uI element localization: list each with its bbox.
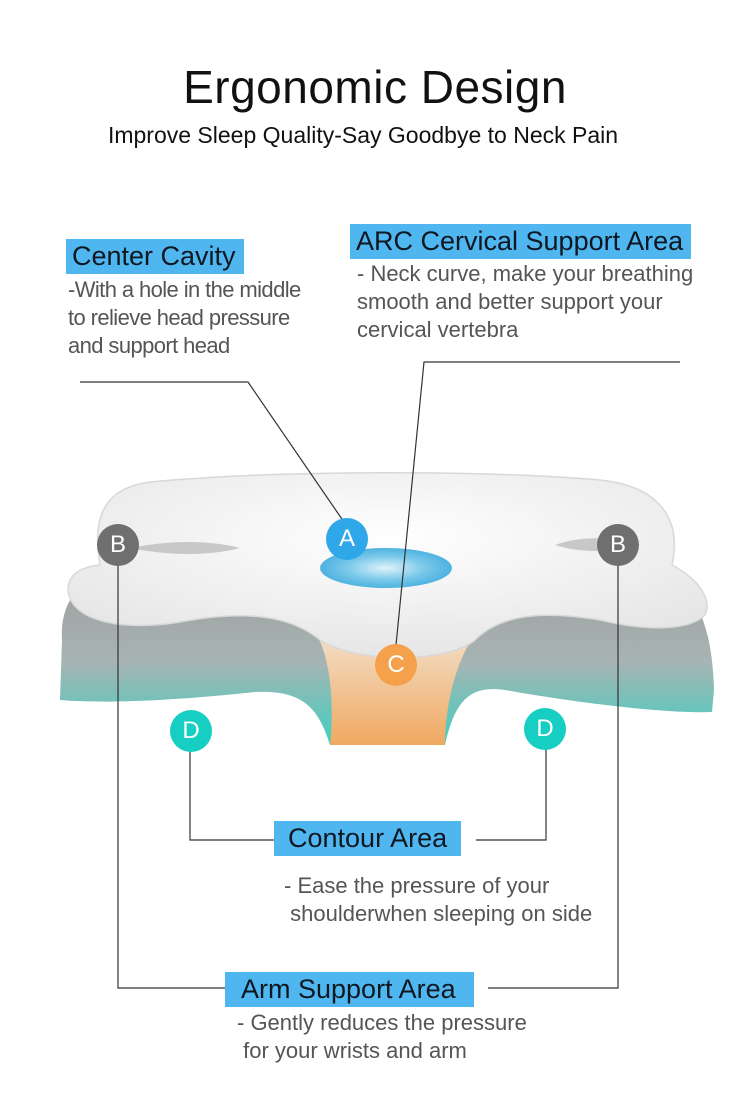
page-subtitle: Improve Sleep Quality-Say Goodbye to Nec… — [107, 122, 619, 148]
badge-a: A — [326, 518, 368, 560]
arc-cervical-label: ARC Cervical Support Area — [350, 224, 692, 259]
contour-area-description: - Ease the pressure of your shoulderwhen… — [284, 873, 593, 926]
page-title: Ergonomic Design — [183, 61, 567, 113]
badge-d-right: D — [524, 708, 566, 750]
contour-area-label: Contour Area — [274, 821, 462, 856]
arc-cervical-description: - Neck curve, make your breathing smooth… — [357, 261, 694, 342]
badge-d-left: D — [170, 710, 212, 752]
pillow-top — [67, 471, 708, 659]
badge-b-right: B — [597, 524, 639, 566]
arm-support-description: - Gently reduces the pressure for your w… — [237, 1010, 527, 1063]
center-cavity-label: Center Cavity — [66, 239, 244, 274]
badge-c: C — [375, 644, 417, 686]
center-cavity-description: -With a hole in the middle to relieve he… — [68, 277, 301, 358]
badge-b-left: B — [97, 524, 139, 566]
arm-support-label: Arm Support Area — [225, 972, 474, 1007]
